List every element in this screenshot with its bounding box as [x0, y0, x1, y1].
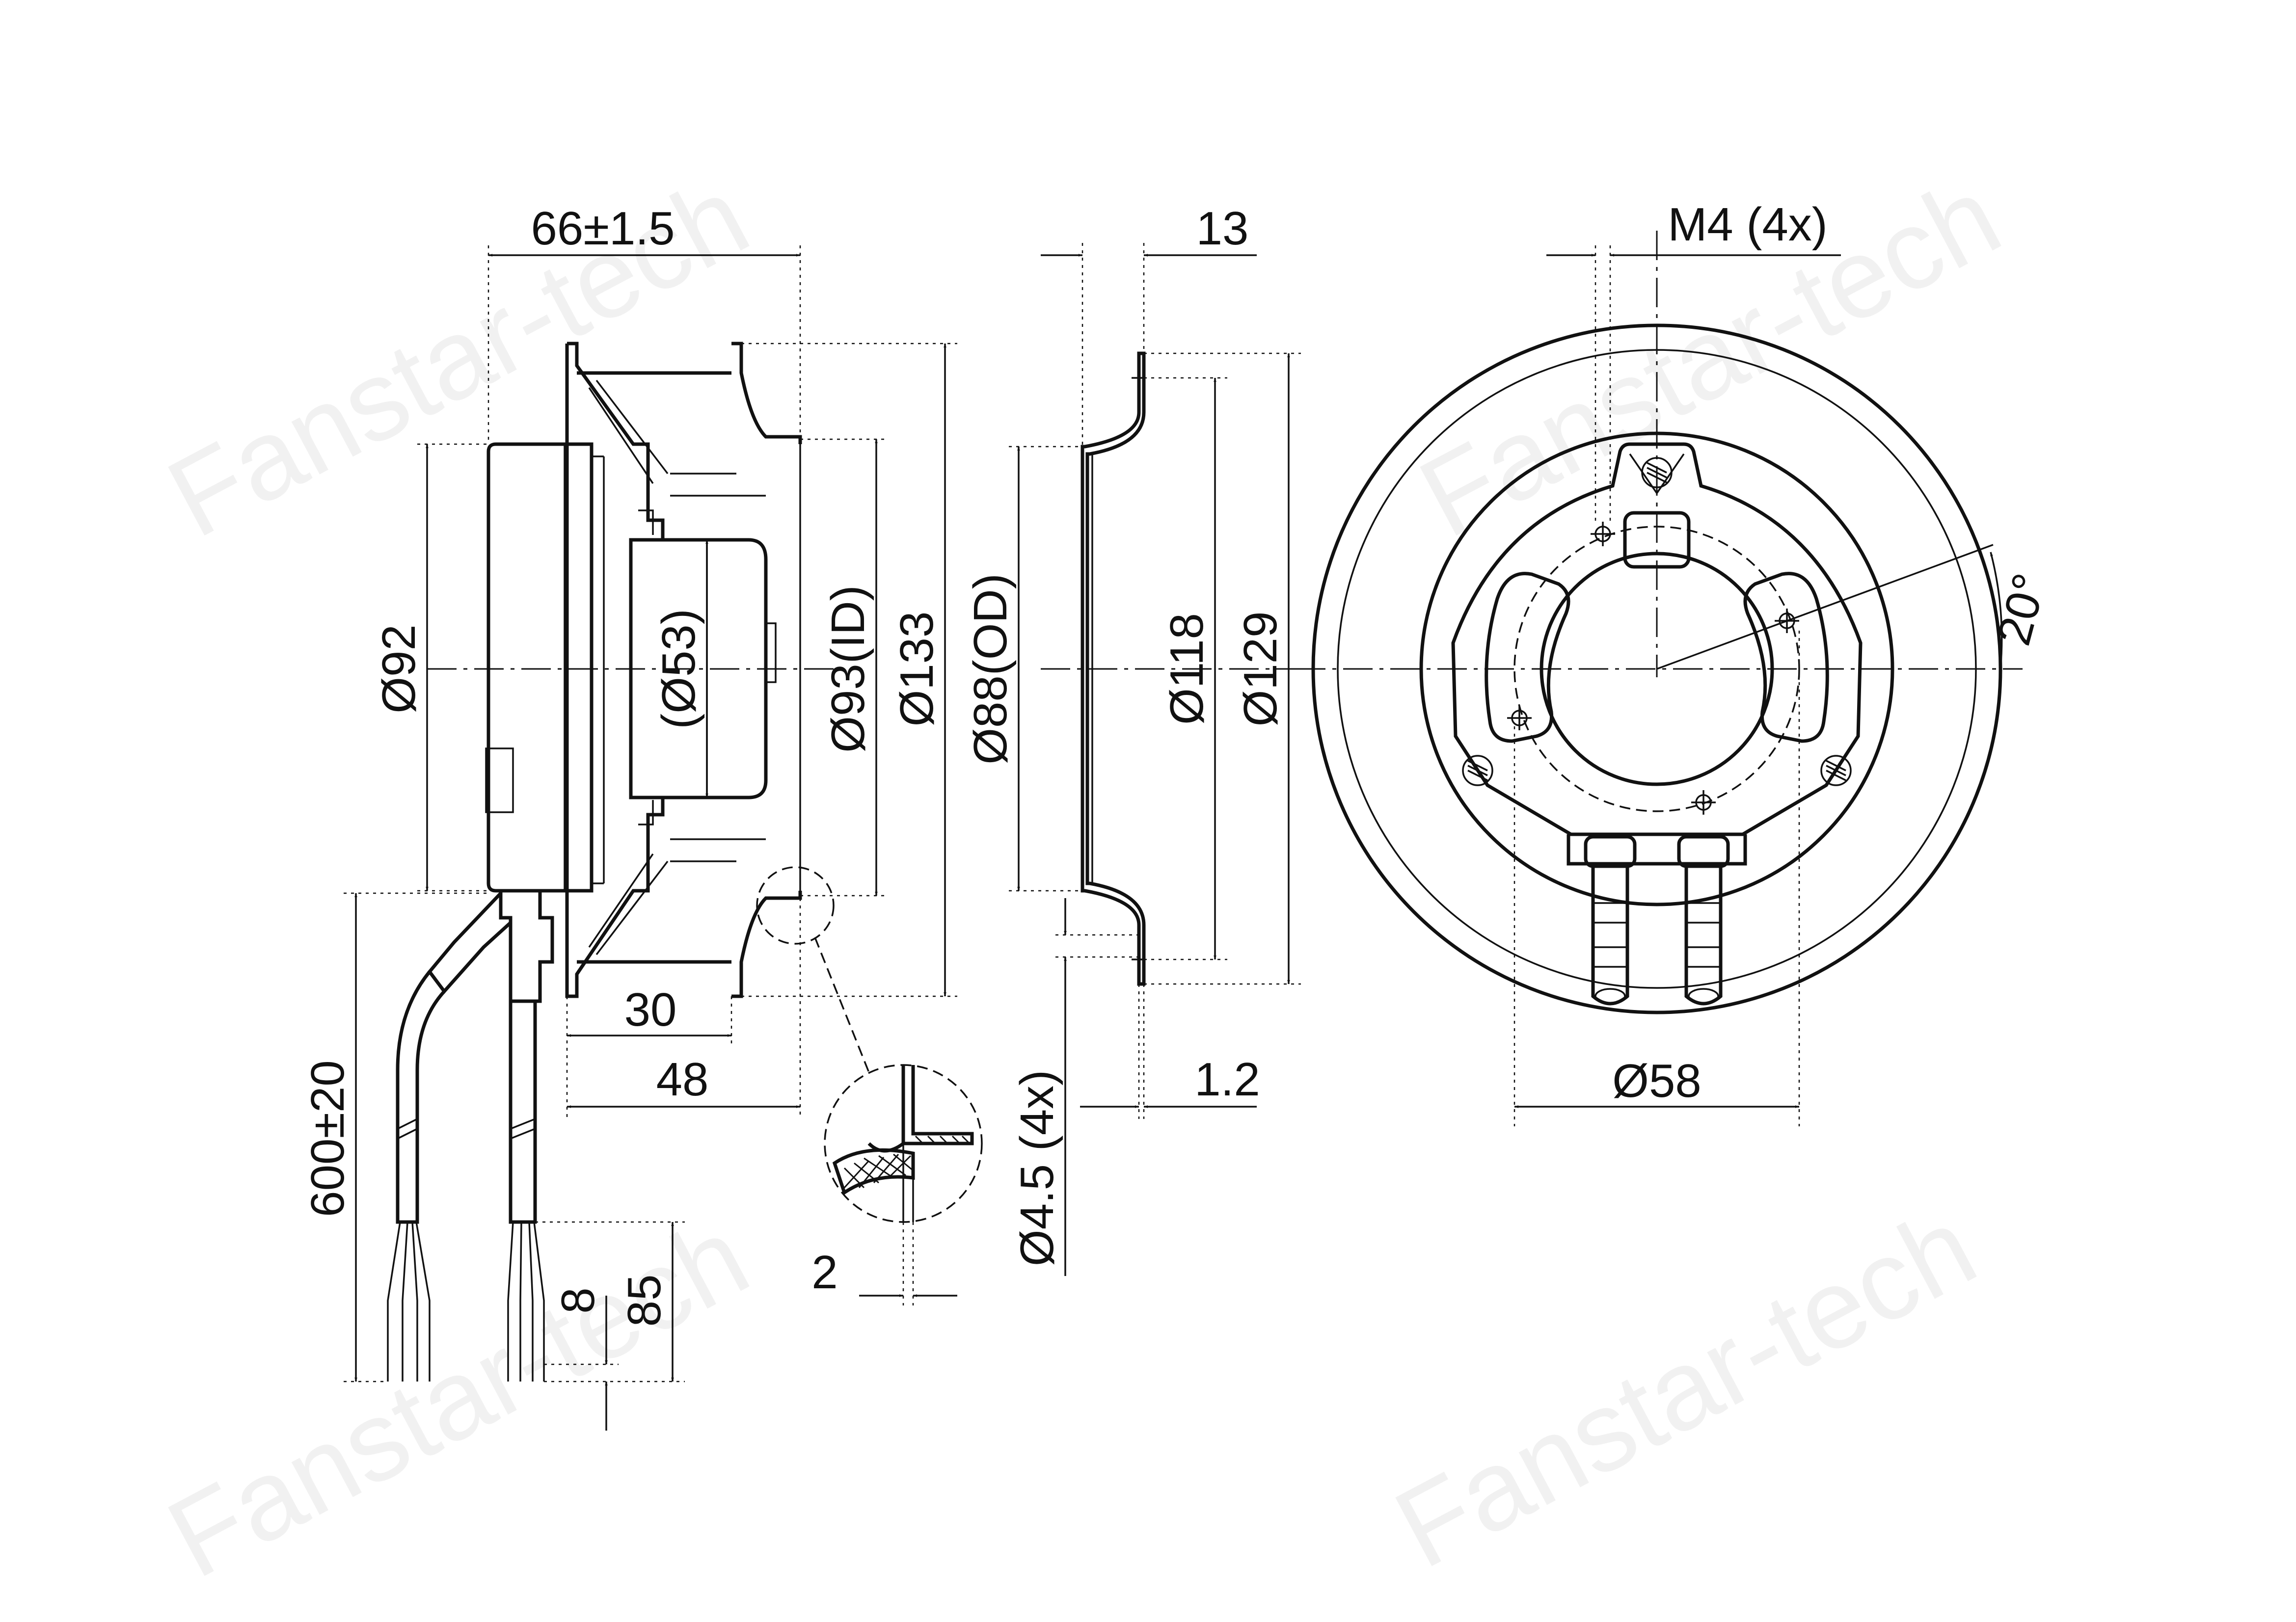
dim-strip-8: 8 — [552, 1287, 604, 1313]
dim-ring-od: Ø88(OD) — [964, 573, 1017, 764]
dim-ring-129: Ø129 — [1234, 612, 1287, 727]
dim-ring-holes: Ø4.5 (4x) — [1011, 1070, 1063, 1266]
dim-inlet-id: Ø93(ID) — [822, 585, 874, 752]
screw-right — [1820, 755, 1852, 786]
dim-motor-diameter: Ø92 — [373, 624, 425, 713]
dim-ring-thickness: 1.2 — [1194, 1053, 1260, 1106]
m4-holes — [1507, 522, 1799, 815]
dim-hub-diameter: (Ø53) — [652, 609, 705, 729]
dim-depth-48: 48 — [656, 1053, 709, 1106]
dim-detail-wall: 2 — [811, 1246, 837, 1299]
front-view: M4 (4x) 20° Ø58 — [1296, 198, 2056, 1126]
dim-length: 66±1.5 — [531, 202, 675, 255]
screw-left — [1462, 755, 1493, 786]
side-view: 66±1.5 Ø92 (Ø53) Ø93(ID) Ø133 30 48 600± — [301, 202, 983, 1431]
ring-view: 13 Ø88(OD) Ø118 Ø129 Ø4.5 (4x) 1.2 — [964, 202, 1325, 1276]
screw-top — [1629, 453, 1685, 495]
watermark-3: Fanstar-tech — [148, 1193, 767, 1601]
dim-cable-length: 600±20 — [301, 1060, 354, 1217]
dim-threads: M4 (4x) — [1668, 198, 1827, 251]
dim-ring-width: 13 — [1196, 202, 1249, 255]
watermark-4: Fanstar-tech — [1376, 1183, 1995, 1592]
dim-impeller-diameter: Ø133 — [891, 612, 943, 727]
dim-strip-85: 85 — [618, 1275, 671, 1327]
dim-bolt-circle: Ø58 — [1612, 1055, 1701, 1107]
dim-depth-30: 30 — [624, 984, 677, 1036]
dim-ring-118: Ø118 — [1161, 613, 1213, 725]
